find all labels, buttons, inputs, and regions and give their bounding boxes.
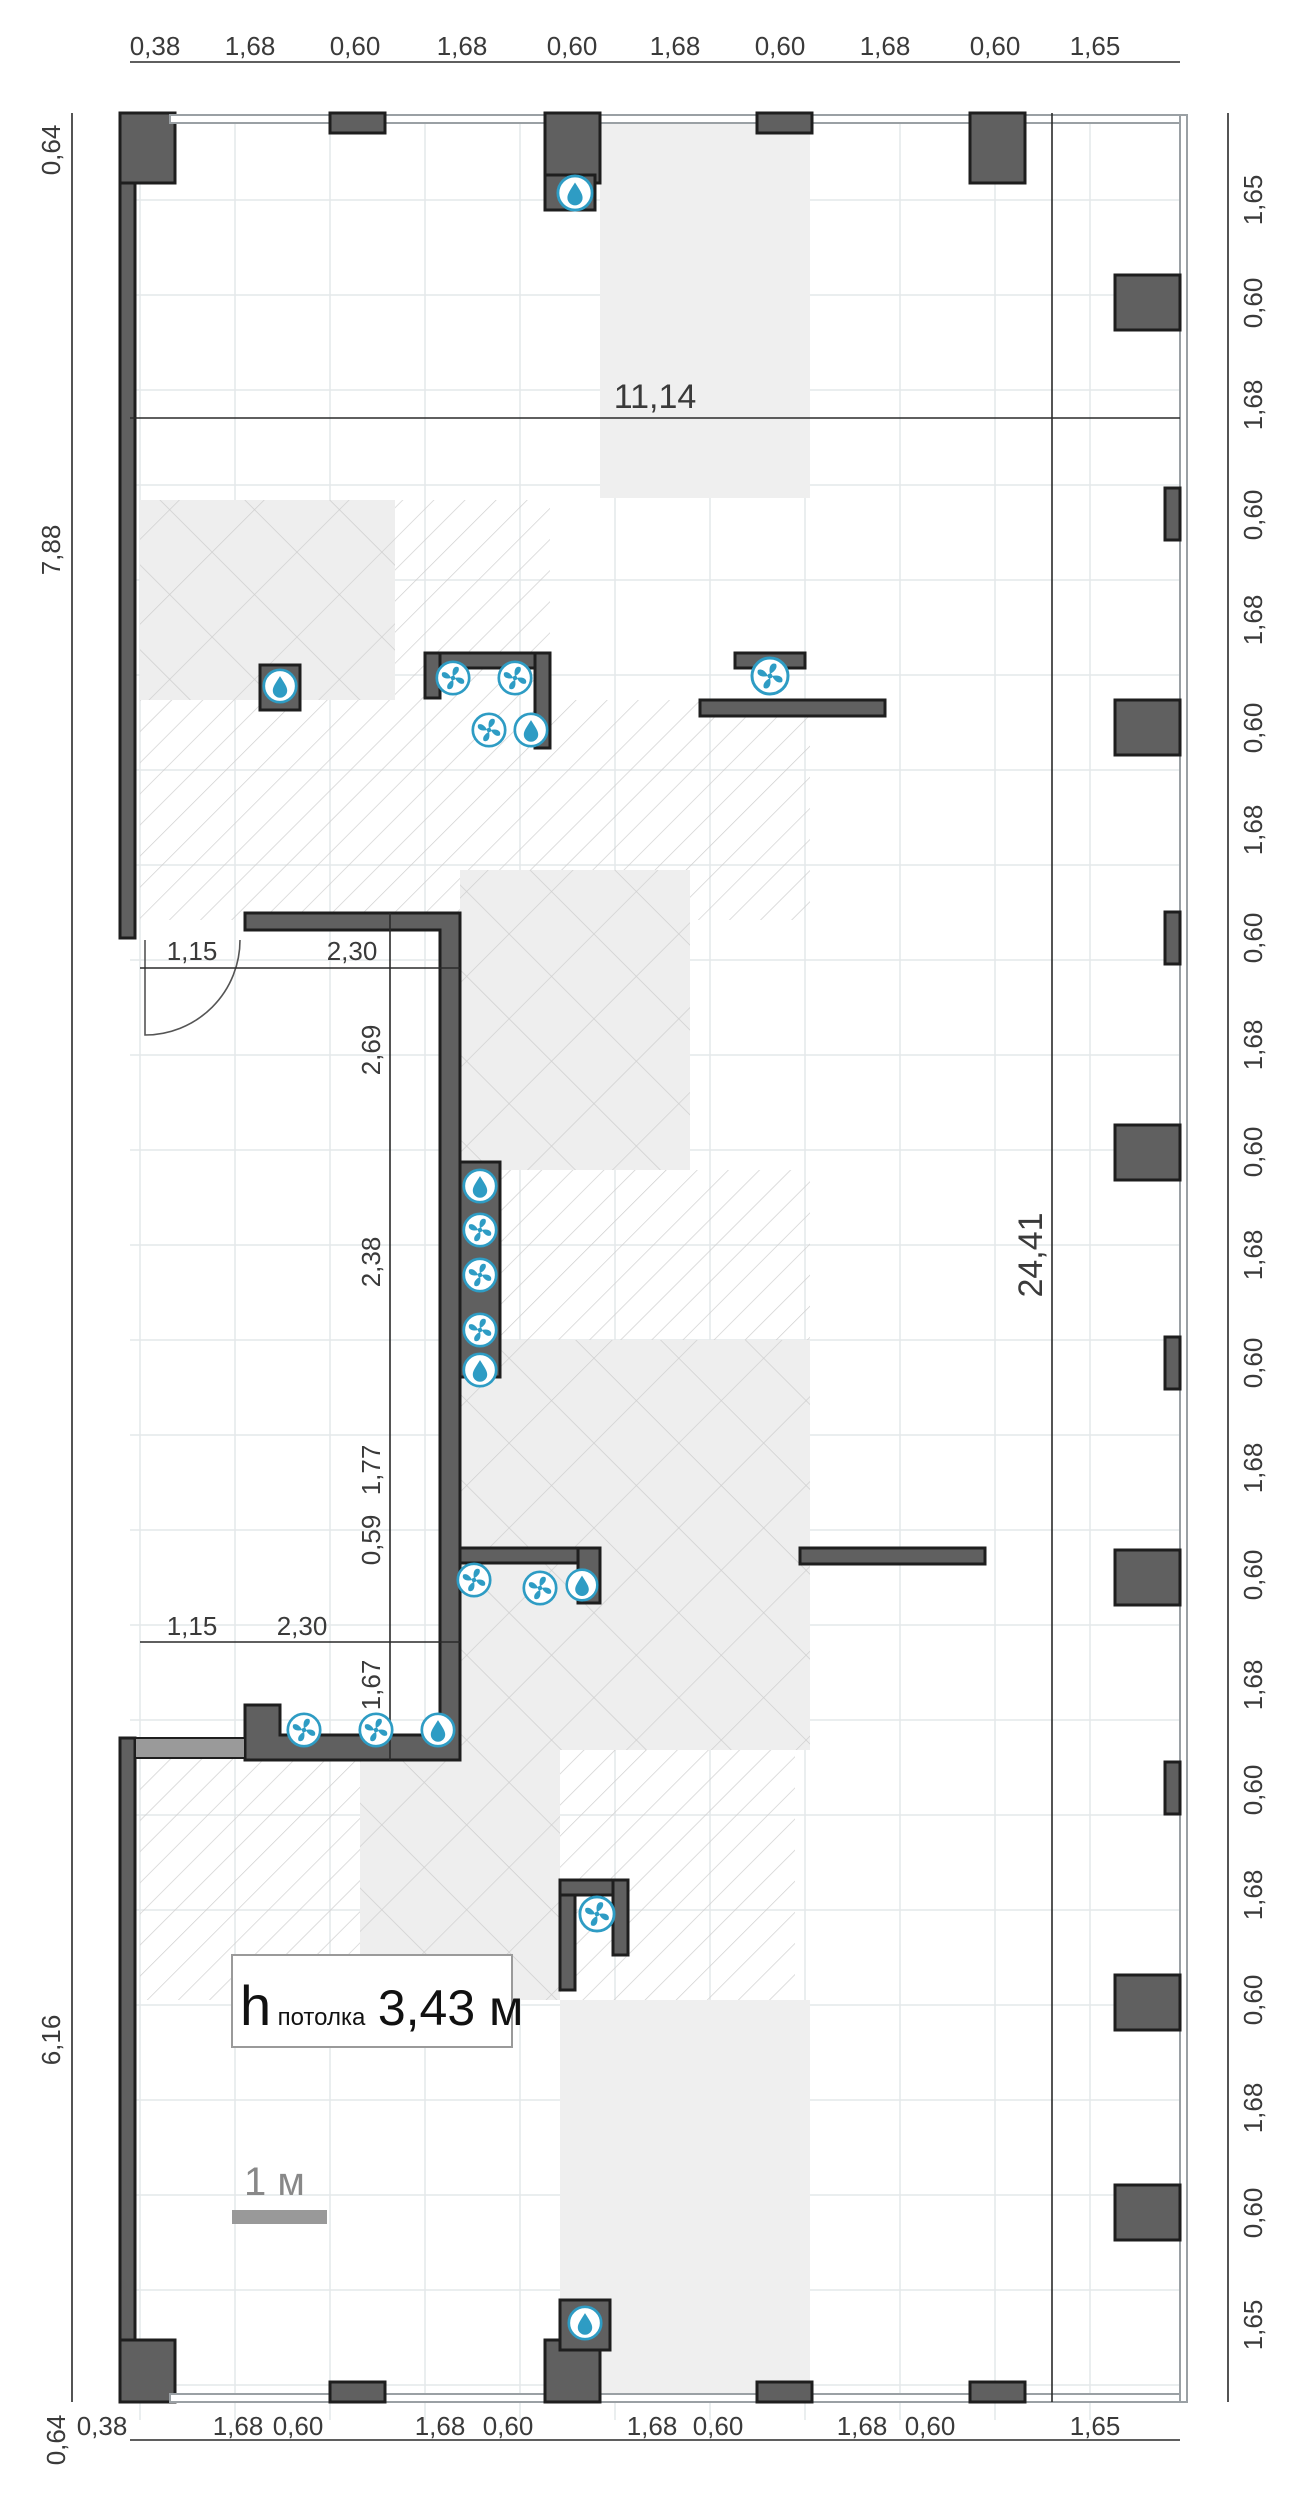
dim-right-17: 1,68 (1238, 1870, 1268, 1921)
water-drop-icon (513, 712, 549, 748)
dim-right-15: 1,68 (1238, 1660, 1268, 1711)
dim-right-16: 0,60 (1238, 1765, 1268, 1816)
dim-left-2: 7,88 (36, 525, 66, 576)
dim-right-1: 1,65 (1238, 175, 1268, 226)
dim-right-4: 0,60 (1238, 490, 1268, 541)
dim-inner-4: 2,38 (356, 1237, 386, 1288)
dim-top-3: 0,60 (330, 31, 381, 61)
dim-inner-8: 2,30 (277, 1611, 328, 1641)
left-dimension-labels: 0,64 7,88 6,16 (36, 125, 66, 2066)
water-drop-icon (462, 1352, 498, 1388)
dim-bottom-11: 1,65 (1070, 2411, 1121, 2441)
dim-right-7: 1,68 (1238, 805, 1268, 856)
dim-right-19: 1,68 (1238, 2083, 1268, 2134)
dim-top-4: 1,68 (437, 31, 488, 61)
dim-right-21: 1,65 (1238, 2300, 1268, 2351)
ceiling-sub: потолка (278, 2004, 366, 2031)
dim-right-12: 0,60 (1238, 1338, 1268, 1389)
ceiling-h: h (240, 1974, 271, 2037)
dim-right-6: 0,60 (1238, 703, 1268, 754)
dim-top-7: 0,60 (755, 31, 806, 61)
fan-icon (497, 660, 533, 696)
dim-right-18: 0,60 (1238, 1975, 1268, 2026)
water-drop-icon (462, 1168, 498, 1204)
dim-right-11: 1,68 (1238, 1230, 1268, 1281)
fan-icon (435, 660, 471, 696)
dim-inner-1: 1,15 (167, 936, 218, 966)
fan-icon (522, 1570, 558, 1606)
water-drop-icon (567, 2305, 603, 2341)
dim-right-2: 0,60 (1238, 278, 1268, 329)
fan-icon (462, 1312, 498, 1348)
top-dimension-labels: 0,38 1,68 0,60 1,68 0,60 1,68 0,60 1,68 … (130, 31, 1121, 61)
overall-length-label: 24,41 (1012, 1212, 1050, 1297)
scale-label: 1 м (244, 2160, 305, 2204)
dim-top-5: 0,60 (547, 31, 598, 61)
ceiling-height-text: h потолка 3,43 м (240, 1974, 523, 2037)
water-drop-icon (420, 1712, 456, 1748)
dim-bottom-9: 1,68 (837, 2411, 888, 2441)
dim-left-3: 6,16 (36, 2015, 66, 2066)
dim-bottom-1: 0,64 (41, 2415, 71, 2466)
inner-dimension-labels: 1,15 2,30 2,69 2,38 1,77 0,59 1,15 2,30 … (167, 378, 1050, 1710)
dim-left-1: 0,64 (36, 125, 66, 176)
fan-icon (462, 1212, 498, 1248)
dim-right-8: 0,60 (1238, 913, 1268, 964)
dim-top-9: 0,60 (970, 31, 1021, 61)
fan-icon (471, 712, 507, 748)
dim-right-3: 1,68 (1238, 380, 1268, 431)
dim-bottom-5: 1,68 (415, 2411, 466, 2441)
dim-inner-3: 2,69 (356, 1025, 386, 1076)
dim-inner-6: 0,59 (356, 1515, 386, 1566)
water-drop-icon (556, 174, 594, 212)
dim-top-1: 0,38 (130, 31, 181, 61)
dim-top-2: 1,68 (225, 31, 276, 61)
ceiling-value: 3,43 м (378, 1980, 524, 2036)
dim-right-14: 0,60 (1238, 1550, 1268, 1601)
dim-bottom-8: 0,60 (693, 2411, 744, 2441)
scale-bar: 1 м (232, 2160, 327, 2224)
dim-inner-2: 2,30 (327, 936, 378, 966)
fan-icon (750, 656, 790, 696)
bottom-dimension-labels: 0,64 0,38 1,68 0,60 1,68 0,60 1,68 0,60 … (41, 2411, 1120, 2465)
dim-right-13: 1,68 (1238, 1443, 1268, 1494)
fan-icon (286, 1712, 322, 1748)
dim-bottom-4: 0,60 (273, 2411, 324, 2441)
dim-inner-5: 1,77 (356, 1445, 386, 1496)
fan-icon (462, 1257, 498, 1293)
dim-bottom-2: 0,38 (77, 2411, 128, 2441)
fan-icon (578, 1895, 616, 1933)
dim-top-10: 1,65 (1070, 31, 1121, 61)
water-drop-icon (262, 668, 298, 704)
dim-bottom-3: 1,68 (213, 2411, 264, 2441)
water-drop-icon (565, 1568, 599, 1602)
fan-icon (456, 1562, 492, 1598)
dim-right-20: 0,60 (1238, 2188, 1268, 2239)
dim-right-10: 0,60 (1238, 1127, 1268, 1178)
overall-width-label: 11,14 (614, 378, 697, 416)
dimension-lines (71, 61, 1229, 2441)
dim-bottom-7: 1,68 (627, 2411, 678, 2441)
dim-right-9: 1,68 (1238, 1020, 1268, 1071)
dim-bottom-10: 0,60 (905, 2411, 956, 2441)
right-dimension-labels: 1,65 0,60 1,68 0,60 1,68 0,60 1,68 0,60 … (1238, 175, 1268, 2351)
dim-inner-9: 1,67 (356, 1660, 386, 1711)
fan-icon (358, 1712, 394, 1748)
dim-top-6: 1,68 (650, 31, 701, 61)
dim-right-5: 1,68 (1238, 595, 1268, 646)
dim-inner-7: 1,15 (167, 1611, 218, 1641)
dim-top-8: 1,68 (860, 31, 911, 61)
ceiling-height-label: h потолка 3,43 м (231, 1954, 523, 2048)
dim-bottom-6: 0,60 (483, 2411, 534, 2441)
